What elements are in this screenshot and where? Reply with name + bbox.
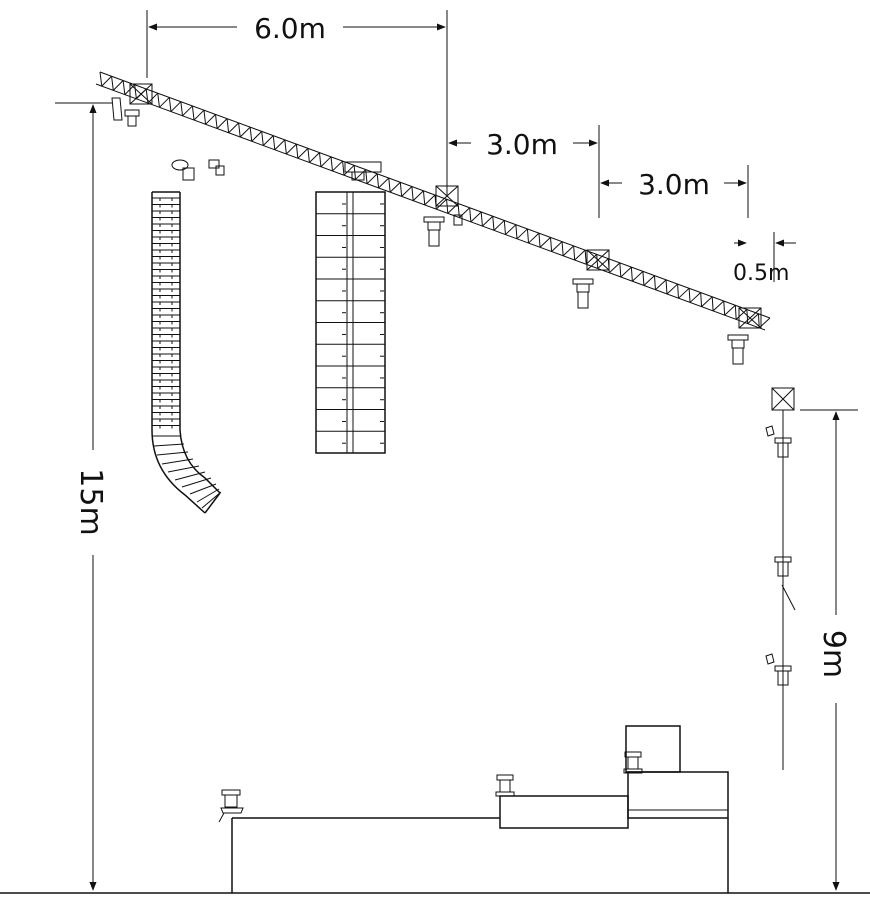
moving-head-icon [423,214,463,247]
moving-head-icon [765,653,792,686]
dimension-label-top: 6.0m [254,12,326,45]
dimension-truss-span-a: 3.0m [448,125,600,218]
truss-clamp-mid [344,161,382,181]
side-drop-rig [765,387,796,770]
truss-block-side [771,387,795,411]
dimension-top-span: 6.0m [146,10,448,195]
moving-head-icon [727,334,749,365]
moving-head-icon [111,97,140,127]
speaker-line-array-icon [151,191,222,514]
array-cabinet-dividers [152,197,222,509]
truss-lattice [99,71,771,329]
dimension-end-offset: 0.5m [733,232,796,286]
truss-block-3 [586,249,610,271]
dimension-label-side-height: 9m [816,630,851,678]
truss-block-4 [738,307,762,329]
dimension-label-span-b: 3.0m [638,168,710,201]
stack-cabinet-rows [316,203,385,444]
moving-head-icon [495,774,515,797]
stage-platform-icon [231,725,729,893]
moving-head-icon [765,425,792,458]
truss-block-1 [129,83,153,105]
inclined-truss [95,71,771,331]
moving-head-icon [774,556,796,611]
dimension-side-height: 9m [800,409,858,891]
dimension-label-total-height: 15m [73,468,108,535]
moving-head-icon [572,278,594,309]
dimension-total-height: 15m [55,102,112,891]
truss-block-2 [435,185,459,207]
dimension-truss-span-b: 3.0m [600,165,749,218]
moving-head-icon [218,789,244,823]
dimension-label-end-offset: 0.5m [733,261,789,286]
speaker-cabinet-icon [171,159,225,181]
speaker-stack-icon [315,191,386,454]
dimension-label-span-a: 3.0m [486,128,558,161]
moving-head-icon [623,751,643,774]
